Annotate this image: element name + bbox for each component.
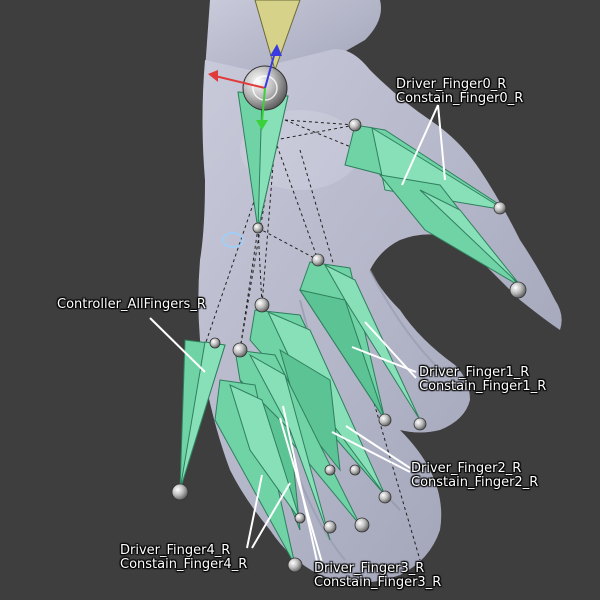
forearm-bone[interactable] (254, 0, 301, 72)
label-constrain-finger4: Constain_Finger4_R (120, 557, 248, 572)
bone-joints[interactable] (171, 118, 527, 573)
label-constrain-finger0: Constain_Finger0_R (396, 91, 524, 106)
z-axis-arrow-icon[interactable] (270, 44, 282, 56)
label-constrain-finger3: Constain_Finger3_R (314, 575, 442, 590)
label-finger3: Driver_Finger3_R Constain_Finger3_R (314, 562, 441, 590)
transform-gizmo[interactable] (208, 44, 288, 248)
wrist-target-circle[interactable] (222, 232, 244, 248)
label-finger0: Driver_Finger0_R Constain_Finger0_R (396, 78, 523, 106)
label-controller: Controller_AllFingers_R (57, 298, 206, 312)
label-driver-finger3: Driver_Finger3_R (314, 561, 425, 576)
label-driver-finger0: Driver_Finger0_R (396, 77, 507, 92)
label-driver-finger2: Driver_Finger2_R (411, 461, 522, 476)
label-driver-finger1: Driver_Finger1_R (419, 365, 530, 380)
label-controller-allfingers: Controller_AllFingers_R (57, 297, 206, 312)
finger4-bones[interactable] (214, 379, 301, 566)
label-constrain-finger2: Constain_Finger2_R (411, 475, 539, 490)
y-axis-arrow-icon[interactable] (256, 120, 268, 130)
label-constrain-finger1: Constain_Finger1_R (419, 379, 547, 394)
finger0-bones[interactable] (344, 124, 521, 286)
label-finger4: Driver_Finger4_R Constain_Finger4_R (120, 544, 247, 572)
finger2-bones[interactable] (249, 309, 386, 496)
callout-lines (149, 104, 446, 567)
label-finger1: Driver_Finger1_R Constain_Finger1_R (419, 366, 546, 394)
x-axis-arrow-icon[interactable] (208, 70, 218, 82)
label-driver-finger4: Driver_Finger4_R (120, 543, 231, 558)
controller-allfingers-bone[interactable] (179, 339, 226, 491)
label-finger2: Driver_Finger2_R Constain_Finger2_R (411, 462, 538, 490)
